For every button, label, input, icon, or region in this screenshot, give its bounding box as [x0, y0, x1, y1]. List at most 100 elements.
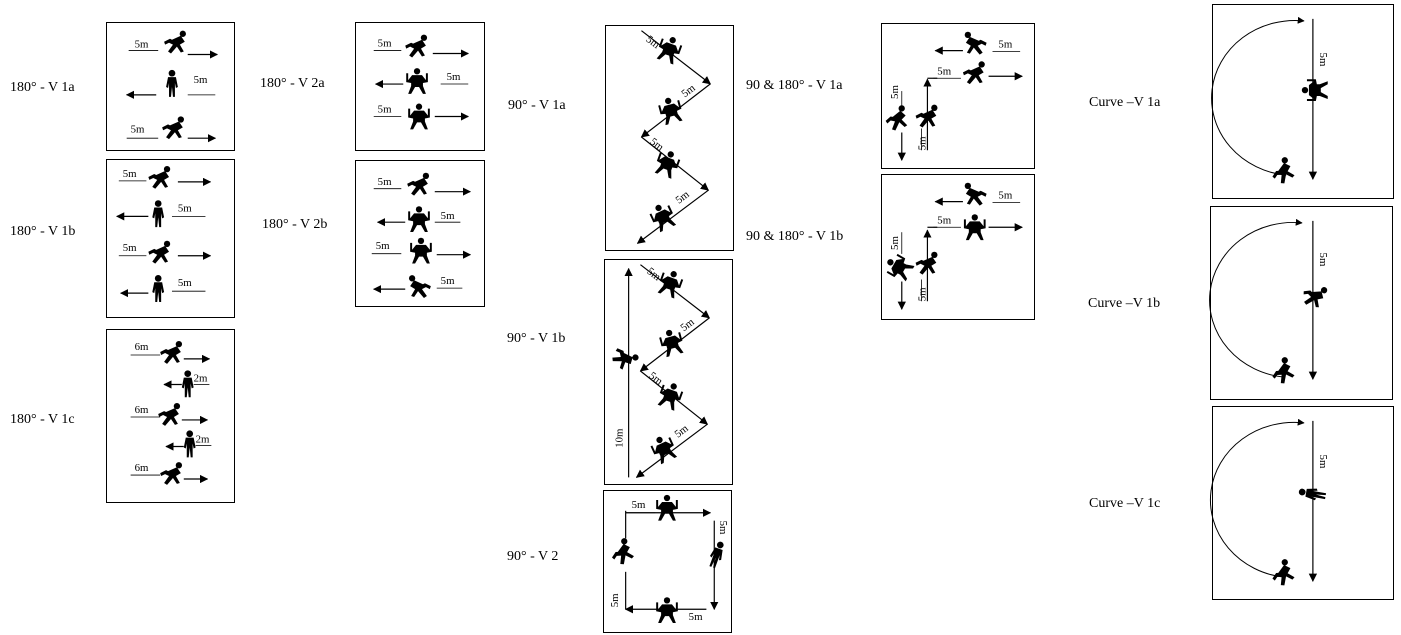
- distance-label: 5m: [378, 176, 392, 188]
- diagram-180-v1a: 5m 5m 5m: [106, 22, 235, 151]
- distance-label: 10m: [614, 428, 626, 448]
- label-90-180-v1a: 90 & 180° - V 1a: [746, 78, 843, 93]
- label-90-v1b: 90° - V 1b: [507, 331, 566, 346]
- distance-label: 2m: [196, 434, 210, 446]
- athlete-icon: [183, 430, 196, 458]
- diagram-180-v1c: 6m 2m 6m 2m 6m: [106, 329, 235, 503]
- athlete-icon: [1297, 485, 1327, 503]
- distance-label: 5m: [678, 316, 697, 334]
- distance-label: 5m: [131, 123, 145, 135]
- runner-icon: [608, 341, 640, 373]
- distance-label: 5m: [672, 422, 691, 440]
- diagram-90-v1b: 10m 5m 5m 5m 5m: [604, 259, 733, 485]
- athlete-icon: [166, 69, 178, 97]
- distance-label: 5m: [717, 521, 729, 535]
- distance-label: 5m: [378, 38, 392, 50]
- distance-label: 5m: [916, 136, 928, 150]
- distance-label: 5m: [178, 202, 192, 214]
- distance-label: 5m: [916, 287, 928, 301]
- runner-icon: [1266, 356, 1298, 387]
- runner-icon: [964, 182, 987, 206]
- athlete-icon: [408, 206, 430, 233]
- runner-icon: [408, 275, 431, 298]
- label-90-v1a: 90° - V 1a: [508, 98, 566, 113]
- distance-label: 5m: [689, 611, 703, 623]
- athlete-icon: [152, 200, 165, 228]
- label-curve-v1c: Curve –V 1c: [1089, 496, 1161, 511]
- runner-icon: [882, 104, 910, 133]
- label-curve-v1a: Curve –V 1a: [1089, 95, 1161, 110]
- athlete-icon: [406, 68, 428, 94]
- runner-icon: [148, 240, 171, 264]
- runner-icon: [1266, 155, 1298, 187]
- distance-label: 5m: [644, 33, 663, 51]
- runner-icon: [606, 536, 637, 568]
- athlete-icon: [181, 370, 194, 398]
- distance-label: 5m: [648, 136, 667, 154]
- runner-icon: [964, 31, 987, 55]
- distance-label: 5m: [441, 210, 455, 222]
- runner-icon: [407, 172, 430, 196]
- athlete-icon: [655, 379, 685, 412]
- athlete-icon: [656, 597, 678, 624]
- runner-icon: [915, 251, 938, 275]
- distance-label: 5m: [447, 71, 461, 83]
- runner-icon: [160, 340, 183, 364]
- diagram-180-v2b: 5m 5m 5m 5m: [355, 160, 485, 307]
- distance-label: 5m: [135, 39, 149, 51]
- distance-label: 5m: [123, 242, 137, 254]
- distance-label: 5m: [178, 277, 192, 289]
- runner-icon: [164, 30, 186, 54]
- runner-icon: [148, 165, 171, 189]
- distance-label: 5m: [889, 236, 901, 250]
- distance-label: 5m: [937, 214, 951, 226]
- athlete-icon: [152, 275, 165, 302]
- label-90-v2: 90° - V 2: [507, 549, 559, 564]
- diagram-curve-v1c: 5m: [1209, 406, 1394, 600]
- athlete-icon: [408, 103, 430, 130]
- runner-icon: [1299, 280, 1329, 310]
- distance-label: 5m: [998, 39, 1012, 51]
- runner-icon: [915, 104, 938, 128]
- athlete-icon: [963, 214, 986, 241]
- distance-label: 5m: [376, 240, 390, 252]
- diagram-curve-v1b: 5m: [1209, 206, 1393, 400]
- distance-label: 5m: [1317, 53, 1329, 67]
- athlete-icon: [656, 95, 685, 126]
- distance-label: 5m: [378, 104, 392, 116]
- distance-label: 5m: [1317, 455, 1329, 469]
- distance-label: 2m: [194, 373, 208, 385]
- runner-icon: [1266, 557, 1298, 589]
- distance-label: 5m: [194, 74, 208, 86]
- distance-label: 5m: [1317, 253, 1329, 267]
- distance-label: 6m: [135, 404, 149, 416]
- diagram-180-v2a: 5m 5m 5m: [355, 22, 485, 151]
- distance-label: 5m: [632, 499, 646, 511]
- distance-label: 5m: [609, 593, 621, 607]
- distance-label: 5m: [123, 168, 137, 180]
- distance-label: 6m: [135, 462, 149, 474]
- runner-icon: [162, 116, 184, 140]
- label-180-v2b: 180° - V 2b: [262, 217, 328, 232]
- distance-label: 6m: [135, 341, 149, 353]
- athlete-icon: [656, 494, 678, 521]
- runner-icon: [160, 462, 183, 485]
- distance-label: 5m: [937, 65, 951, 77]
- distance-label: 5m: [998, 190, 1012, 202]
- distance-label: 5m: [889, 85, 901, 99]
- distance-label: 5m: [679, 82, 698, 100]
- athlete-icon: [882, 251, 916, 284]
- runner-icon: [962, 61, 985, 85]
- label-180-v1a: 180° - V 1a: [10, 80, 75, 95]
- athlete-icon: [410, 237, 432, 264]
- label-curve-v1b: Curve –V 1b: [1088, 296, 1161, 311]
- label-180-v1c: 180° - V 1c: [10, 412, 75, 427]
- diagram-curve-v1a: 5m: [1211, 4, 1394, 199]
- distance-label: 5m: [441, 275, 455, 287]
- diagram-90-180-v1a: 5m 5m 5m 5m: [881, 23, 1035, 169]
- runner-icon: [158, 403, 181, 426]
- athlete-icon: [657, 327, 686, 358]
- diagram-90-v2: 5m 5m 5m 5m: [603, 490, 732, 633]
- distance-label: 5m: [647, 370, 666, 388]
- distance-label: 5m: [673, 188, 692, 206]
